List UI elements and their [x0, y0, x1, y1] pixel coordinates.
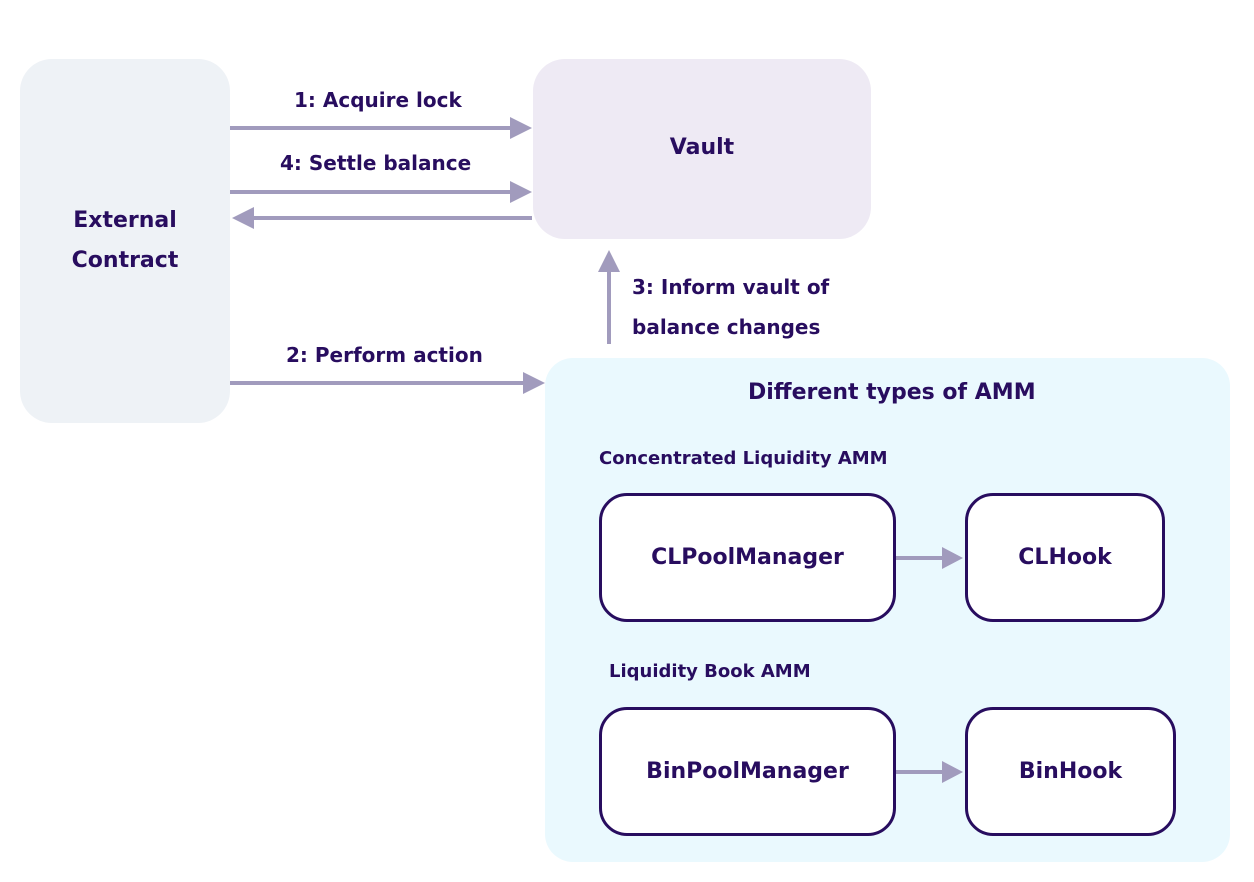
lb-section-title: Liquidity Book AMM	[609, 661, 811, 682]
bin-pool-manager-label: BinPoolManager	[646, 759, 849, 784]
vault-label: Vault	[669, 135, 735, 160]
external-contract-label-line1: External	[73, 208, 177, 233]
edge-label-settle-balance: 4: Settle balance	[280, 151, 472, 175]
arrowhead-bin-to-hook	[942, 761, 963, 783]
edge-label-inform-line2: balance changes	[632, 315, 821, 339]
arrowhead-perform-action	[523, 372, 545, 394]
cl-section-title: Concentrated Liquidity AMM	[599, 448, 888, 469]
arrowhead-inform-vault	[598, 250, 620, 272]
cl-pool-manager-label: CLPoolManager	[651, 545, 844, 570]
cl-pool-manager-node: CLPoolManager	[599, 493, 896, 622]
edge-label-acquire-lock: 1: Acquire lock	[294, 88, 462, 112]
edge-label-perform-action: 2: Perform action	[286, 343, 483, 367]
external-contract-node: External Contract	[20, 59, 230, 423]
bin-pool-manager-node: BinPoolManager	[599, 707, 896, 836]
arrowhead-cl-to-hook	[942, 547, 963, 569]
bin-hook-node: BinHook	[965, 707, 1176, 836]
arrowhead-vault-return	[232, 207, 254, 229]
arrowhead-settle-balance	[510, 181, 532, 203]
amm-group-title: Different types of AMM	[748, 380, 1036, 405]
arrowhead-acquire-lock	[510, 117, 532, 139]
external-contract-label-line2: Contract	[71, 248, 179, 273]
bin-hook-label: BinHook	[1018, 759, 1123, 784]
vault-node: Vault	[533, 59, 871, 239]
cl-hook-node: CLHook	[965, 493, 1165, 622]
edge-label-inform-line1: 3: Inform vault of	[632, 275, 830, 299]
cl-hook-label: CLHook	[1018, 545, 1112, 570]
